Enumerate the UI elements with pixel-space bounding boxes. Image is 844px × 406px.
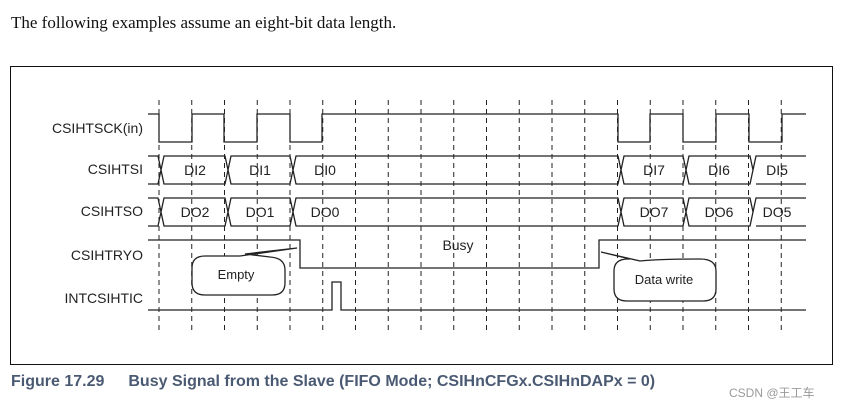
signal-label-sck: CSIHTSCK(in) [51, 120, 143, 136]
figure-number: Figure 17.29 [11, 373, 105, 390]
timing-diagram-frame [10, 66, 833, 365]
signal-label-so: CSIHTSO [80, 203, 143, 219]
si-label: DI6 [708, 162, 730, 178]
si-label: DI0 [314, 162, 336, 178]
so-label: DO1 [246, 204, 275, 220]
intc-waveform [148, 281, 806, 311]
figure-title: Busy Signal from the Slave (FIFO Mode; C… [128, 373, 656, 390]
tryo-waveform [148, 239, 806, 269]
so-label: DO2 [181, 204, 210, 220]
signal-label-si: CSIHTSI [87, 161, 143, 177]
so-bus [148, 197, 806, 227]
signal-label-tryo: CSIHTRYO [70, 247, 143, 263]
callout-empty-text: Empty [218, 267, 255, 282]
watermark: CSDN @王工车 [729, 386, 815, 400]
signal-label-intc: INTCSIHTIC [64, 290, 143, 306]
callout-empty-shape [191, 247, 298, 296]
so-label: DO0 [311, 204, 340, 220]
si-label: DI2 [184, 162, 206, 178]
si-label: DI1 [249, 162, 271, 178]
clock-waveform [148, 113, 806, 143]
so-label: DO7 [640, 204, 669, 220]
callout-write-shape [600, 251, 717, 302]
busy-label: Busy [442, 237, 473, 253]
callout-write-text: Data write [635, 272, 694, 287]
intro-text: The following examples assume an eight-b… [11, 13, 397, 32]
si-label: DI7 [643, 162, 665, 178]
so-label: DO6 [705, 204, 734, 220]
figure-caption: Figure 17.29 Busy Signal from the Slave (… [11, 373, 655, 391]
si-bus [148, 155, 806, 185]
so-label: DO5 [763, 204, 792, 220]
si-label: DI5 [766, 162, 788, 178]
